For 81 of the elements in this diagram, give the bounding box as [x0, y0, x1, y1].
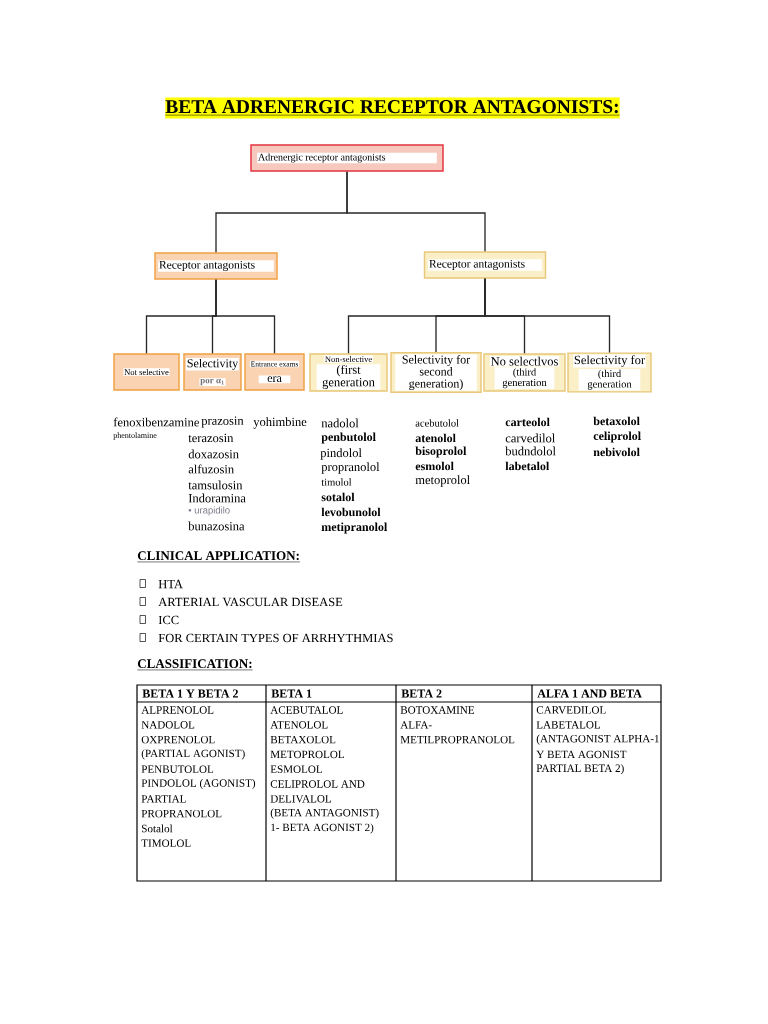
drug-name: bunazosina: [188, 521, 245, 531]
column-header: ALFA 1 AND BETA: [537, 689, 642, 698]
drug-name: metoprolol: [415, 475, 470, 487]
table-entry: CARVEDILOL: [536, 706, 606, 714]
drug-name: levobunolol: [321, 507, 381, 517]
table-entry: (BETA ANTAGONIST): [270, 808, 379, 819]
category-box: Receptor antagonists: [154, 252, 278, 280]
table-entry: LABETALOL: [536, 721, 601, 729]
table-entry: METILPROPRANOLOL: [400, 735, 515, 744]
list-item: HTA: [158, 579, 183, 589]
category-box: Selectivity for second generation): [390, 352, 482, 393]
table-entry: NADOLOL: [141, 721, 195, 729]
category-box: Selectivity por α$_{1}$: [183, 353, 242, 391]
drug-name: nebivolol: [593, 447, 640, 457]
drug-name: phentolamine: [113, 432, 157, 440]
column-header: BETA 2: [401, 689, 442, 698]
drug-name: propranolol: [321, 462, 380, 474]
drug-name: labetalol: [505, 461, 550, 471]
drug-name: carvedilol: [505, 433, 556, 443]
drug-name: doxazosin: [188, 449, 239, 459]
drug-name: yohimbine: [253, 417, 307, 429]
category-box: Selectivity for (third generation: [567, 352, 652, 393]
drug-name: atenolol: [415, 433, 456, 443]
drug-name: sotalol: [321, 492, 355, 502]
drug-name: prazosin: [201, 416, 244, 428]
table-entry: ESMOLOL: [270, 765, 322, 773]
table-entry: PROPRANOLOL: [141, 809, 222, 818]
drug-name: nadolol: [321, 418, 359, 428]
category-box: Receptor antagonists: [423, 251, 547, 279]
table-entry: DELIVALOL: [270, 795, 331, 803]
drug-name: alfuzosin: [188, 464, 234, 474]
table-entry: ATENOLOL: [270, 721, 328, 729]
drug-name: penbutolol: [321, 432, 376, 444]
table-entry: PARTIAL: [141, 795, 186, 803]
table-entry: CELIPROLOL AND: [270, 780, 365, 788]
connector-line: [346, 171, 486, 252]
table-entry: (ANTAGONIST ALPHA-1: [536, 734, 659, 745]
category-box: Non-selective (first generation: [309, 353, 388, 392]
title: BETA ADRENERGIC RECEPTOR ANTAGONISTS:: [165, 97, 620, 119]
table-entry: PINDOLOL (AGONIST): [141, 779, 256, 790]
drug-name: budndolol: [505, 446, 556, 456]
table-entry: ACEBUTALOL: [270, 706, 343, 714]
drug-name: metipranolol: [321, 522, 388, 534]
table-entry: PENBUTOLOL: [141, 765, 214, 773]
list-item: ICC: [158, 615, 179, 625]
drug-name: bisoprolol: [415, 446, 467, 458]
drug-name: timolol: [321, 478, 352, 486]
drug-name: acebutolol: [415, 419, 459, 427]
drug-name: Indoramina: [188, 493, 246, 503]
table-entry: PARTIAL BETA 2): [536, 764, 624, 775]
table-entry: Y BETA AGONIST: [536, 750, 627, 759]
drug-name: esmolol: [415, 461, 454, 471]
drug-name: betaxolol: [593, 416, 640, 426]
list-item: FOR CERTAIN TYPES OF ARRHYTHMIAS: [158, 633, 393, 643]
table-entry: TIMOLOL: [141, 839, 191, 847]
section-heading: CLASSIFICATION:: [137, 659, 253, 671]
table-entry: ALPRENOLOL: [141, 706, 214, 714]
table-entry: 1- BETA AGONIST 2): [271, 823, 374, 834]
drug-name: terazosin: [188, 433, 234, 443]
column-header: BETA 1: [271, 689, 312, 698]
list-item: ARTERIAL VASCULAR DISEASE: [158, 597, 343, 607]
drug-name: • urapidilo: [188, 506, 230, 516]
category-box: No selectlvos (third generation: [483, 353, 566, 392]
drug-name: celiprolol: [593, 431, 641, 443]
table-entry: OXPRENOLOL: [141, 735, 215, 744]
drug-name: fenoxibenzamine: [113, 417, 199, 427]
table-entry: BETAXOLOL: [270, 735, 336, 744]
section-heading: CLINICAL APPLICATION:: [137, 551, 301, 563]
category-box: Adrenergic receptor antagonists: [250, 144, 444, 172]
connector-line: [484, 278, 611, 354]
category-box: Not selective: [113, 353, 180, 391]
drug-name: carteolol: [505, 417, 550, 427]
table-entry: (PARTIAL AGONIST): [141, 749, 245, 760]
table-entry: Sotalol: [142, 824, 173, 833]
table-entry: METOPROLOL: [270, 750, 344, 759]
column-header: BETA 1 Y BETA 2: [142, 689, 238, 698]
table-entry: ALFA-: [400, 721, 432, 729]
connector-line: [215, 279, 276, 354]
drug-name: pindolol: [320, 448, 362, 460]
drug-name: tamsulosin: [188, 480, 243, 490]
table-entry: BOTOXAMINE: [400, 706, 475, 714]
